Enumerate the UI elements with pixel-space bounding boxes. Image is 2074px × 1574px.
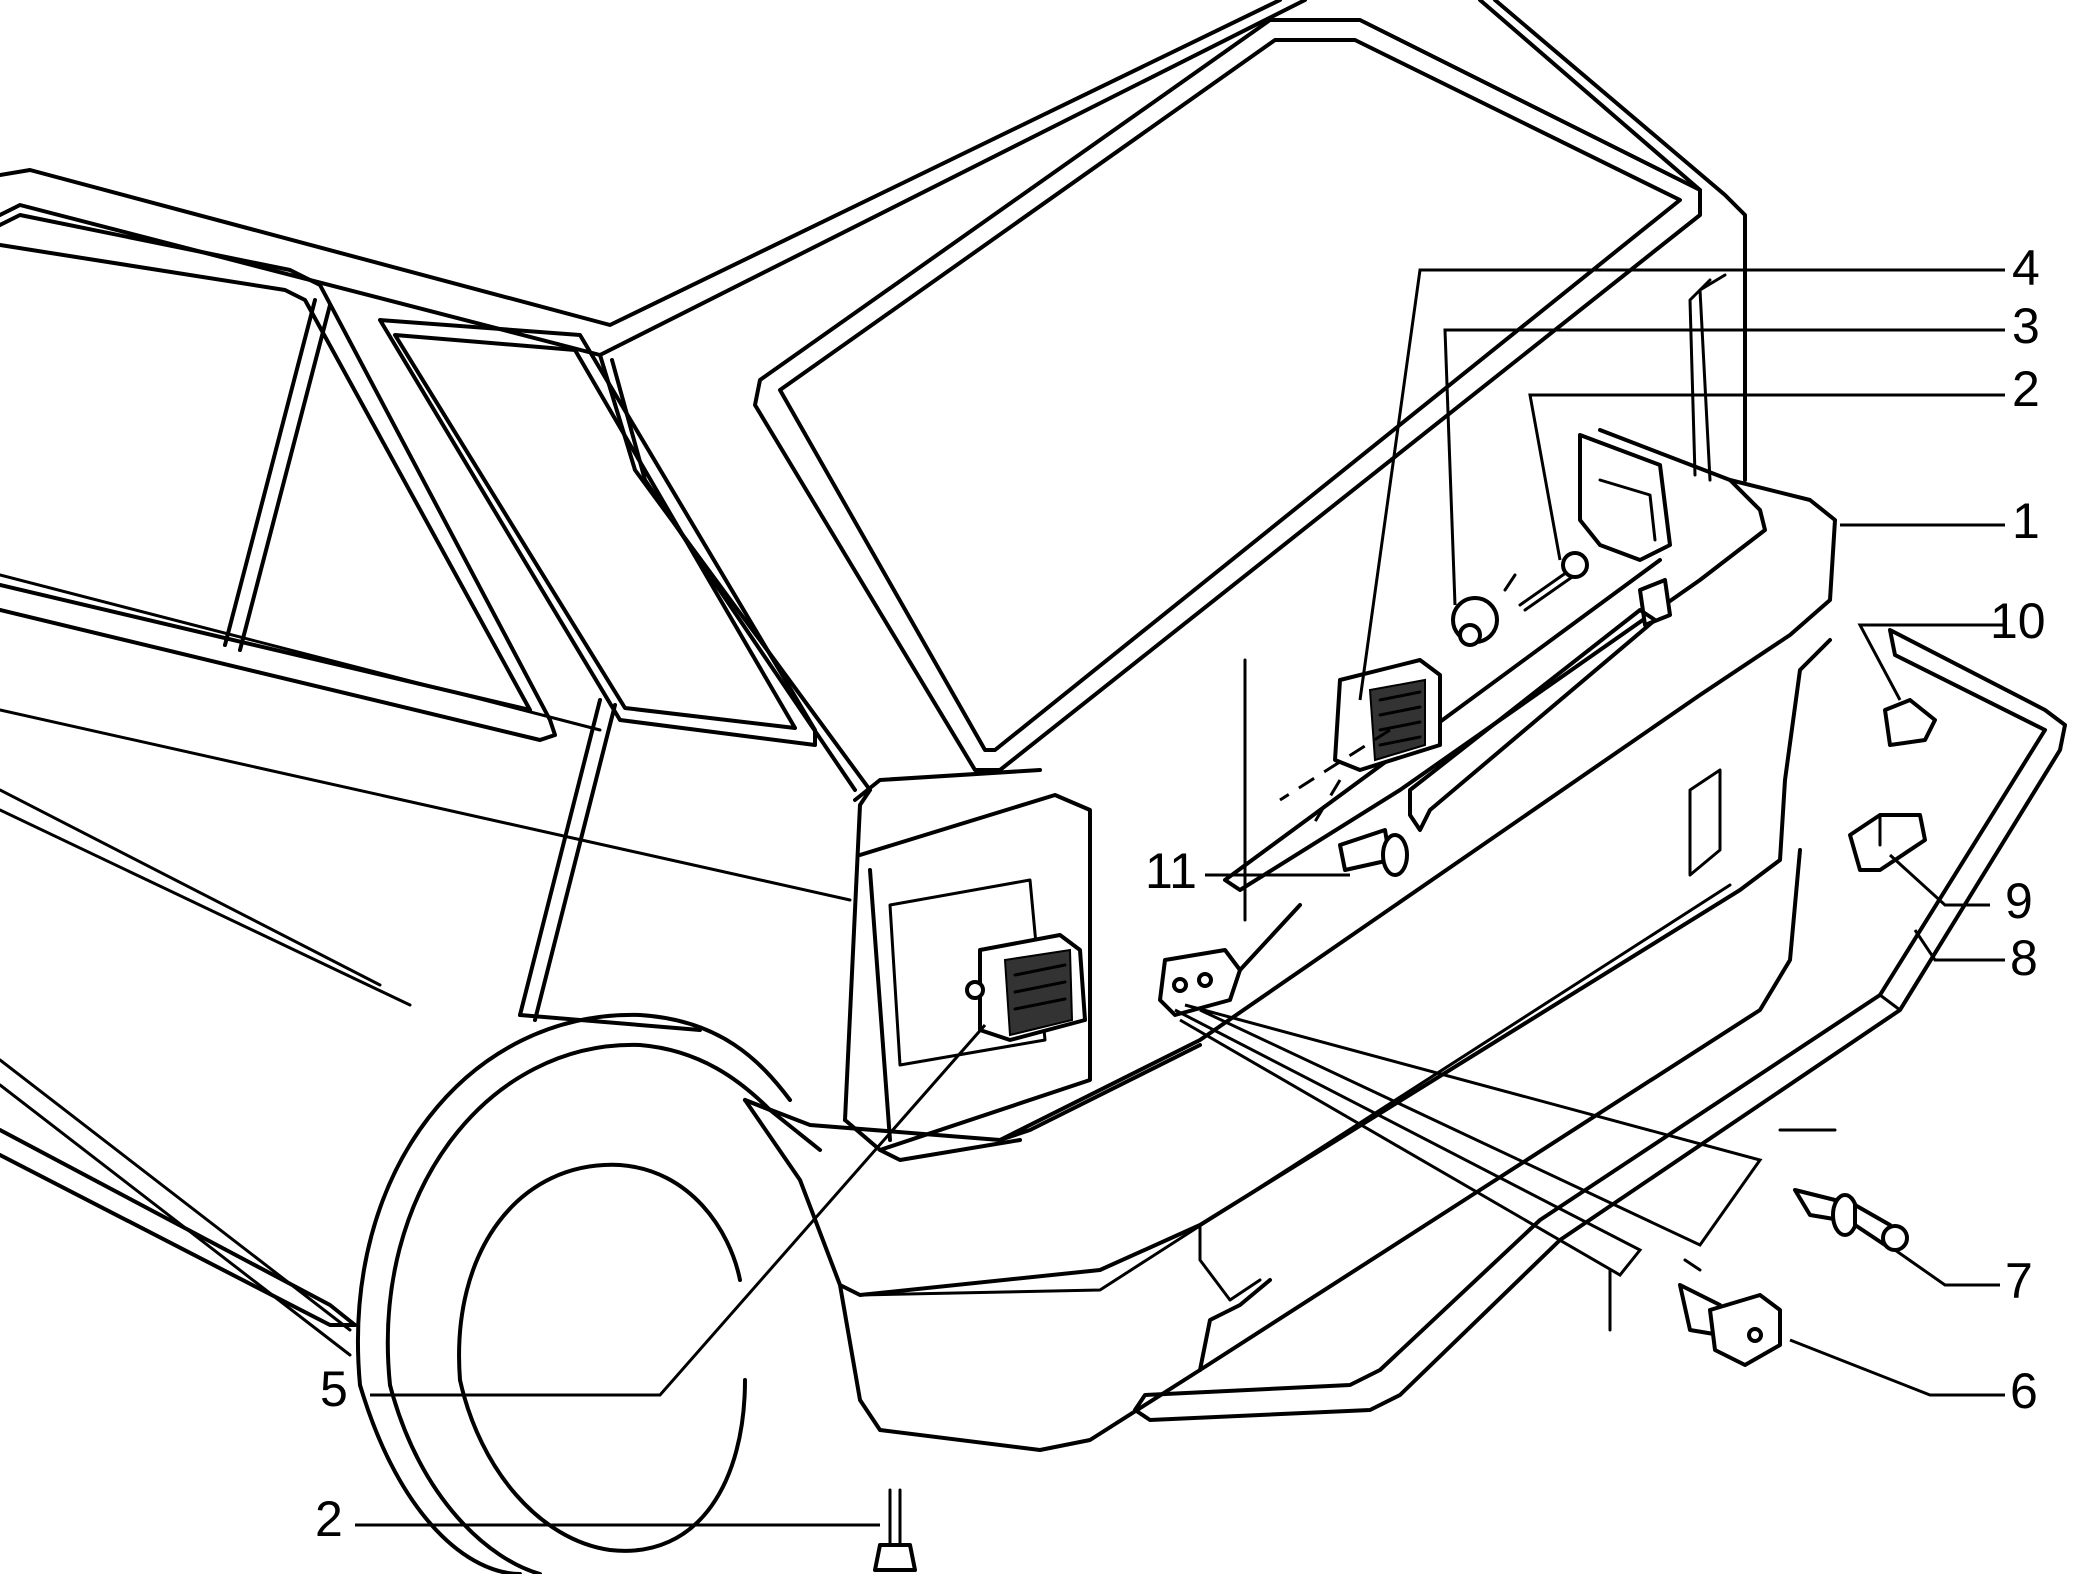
callout-2-lower: 2 — [315, 1491, 343, 1547]
lower-trim-strip — [1133, 628, 2067, 1422]
vent-grille-lower — [965, 933, 1087, 1042]
part-6-clip-nut — [1678, 1283, 1782, 1367]
bumper-bracket-right — [1578, 433, 1672, 627]
part-10-clip — [1883, 698, 1937, 747]
callout-3: 3 — [2012, 298, 2040, 354]
callout-8: 8 — [2010, 930, 2038, 986]
callout-11: 11 — [1145, 843, 1197, 899]
part-2-screw-lower — [873, 1488, 917, 1572]
bumper-bracket-left — [1158, 903, 1302, 1017]
callout-9: 9 — [2005, 873, 2033, 929]
callout-4: 4 — [2012, 240, 2040, 296]
callout-10: 10 — [1990, 593, 2046, 649]
bumper-reinforcement-rail — [1408, 608, 1657, 832]
part-7-expansion-rivet — [1793, 1188, 1909, 1252]
callout-labels: 4 3 2 1 10 9 8 7 6 11 5 2 — [315, 240, 2046, 1547]
callout-5: 5 — [320, 1361, 348, 1417]
callout-1: 1 — [2012, 493, 2040, 549]
part-3-grommet — [1451, 596, 1499, 647]
callout-7: 7 — [2005, 1253, 2033, 1309]
callout-2-upper: 2 — [2012, 361, 2040, 417]
rear-wheel — [356, 1012, 792, 1574]
part-11-push-clip — [1338, 828, 1409, 877]
leader-lines — [355, 268, 2005, 1527]
rear-bumper — [743, 428, 1837, 1452]
assembly-guides — [1243, 573, 1837, 1332]
car-body — [0, 0, 1747, 1357]
part-2-screw-upper — [1518, 551, 1589, 612]
callout-6: 6 — [2010, 1363, 2038, 1419]
part-9-clip — [1848, 813, 1927, 872]
